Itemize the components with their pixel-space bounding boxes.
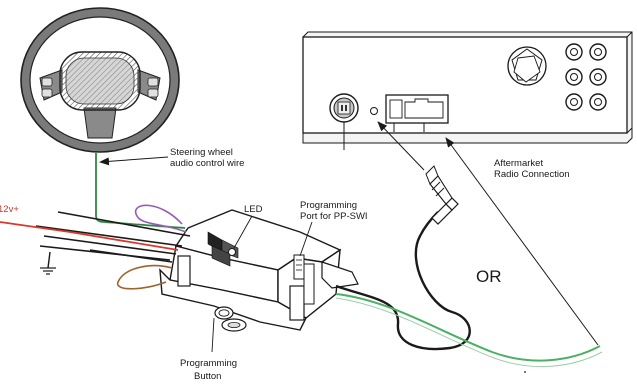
programming-port-icon [293, 254, 305, 280]
steering-wire-label-line1: Steering wheel [170, 147, 233, 158]
prog-button-leader [211, 317, 215, 353]
radio-jack-hole-icon [370, 107, 378, 115]
purple-wire [134, 204, 187, 233]
steering-wheel-icon [20, 7, 180, 153]
or-label: OR [476, 267, 502, 286]
steering-audio-buttons-right [147, 77, 159, 98]
harness-arrow [445, 137, 599, 346]
prog-button-label-line1: Programming [180, 358, 237, 369]
prog-button-label-line2: Button [194, 371, 221, 382]
interface-module-icon [159, 209, 359, 332]
steering-audio-buttons-left [41, 77, 53, 98]
radio-fan-icon [507, 46, 547, 86]
jack-arrow [377, 121, 425, 171]
radio-din-port-icon [329, 93, 359, 123]
power-wire [0, 221, 179, 251]
module-led-icon [228, 248, 236, 256]
prog-port-label-line2: Port for PP-SWI [300, 211, 368, 222]
brown-wire [117, 264, 173, 290]
aftermarket-label-line2: Radio Connection [494, 169, 570, 180]
radio-rca-jacks-icon [565, 43, 607, 111]
led-leader [233, 215, 253, 249]
steering-wire-leader [99, 156, 169, 166]
led-label: LED [244, 204, 263, 215]
ground-icon [40, 267, 56, 275]
steering-wire-label-line2: audio control wire [170, 158, 244, 169]
aftermarket-label-line1: Aftermarket [494, 158, 543, 169]
power-label: 12v+ [0, 204, 19, 215]
radio-harness-port-icon [385, 94, 449, 124]
wire-harness [0, 204, 191, 290]
ground-wire [47, 251, 51, 269]
car-radio-icon [302, 31, 633, 150]
jack-plug-icon [425, 165, 459, 225]
prog-port-leader [299, 221, 313, 257]
programming-button-icon [214, 306, 247, 332]
green-harness-wire [335, 293, 601, 362]
prog-port-label-line1: Programming [300, 200, 357, 211]
